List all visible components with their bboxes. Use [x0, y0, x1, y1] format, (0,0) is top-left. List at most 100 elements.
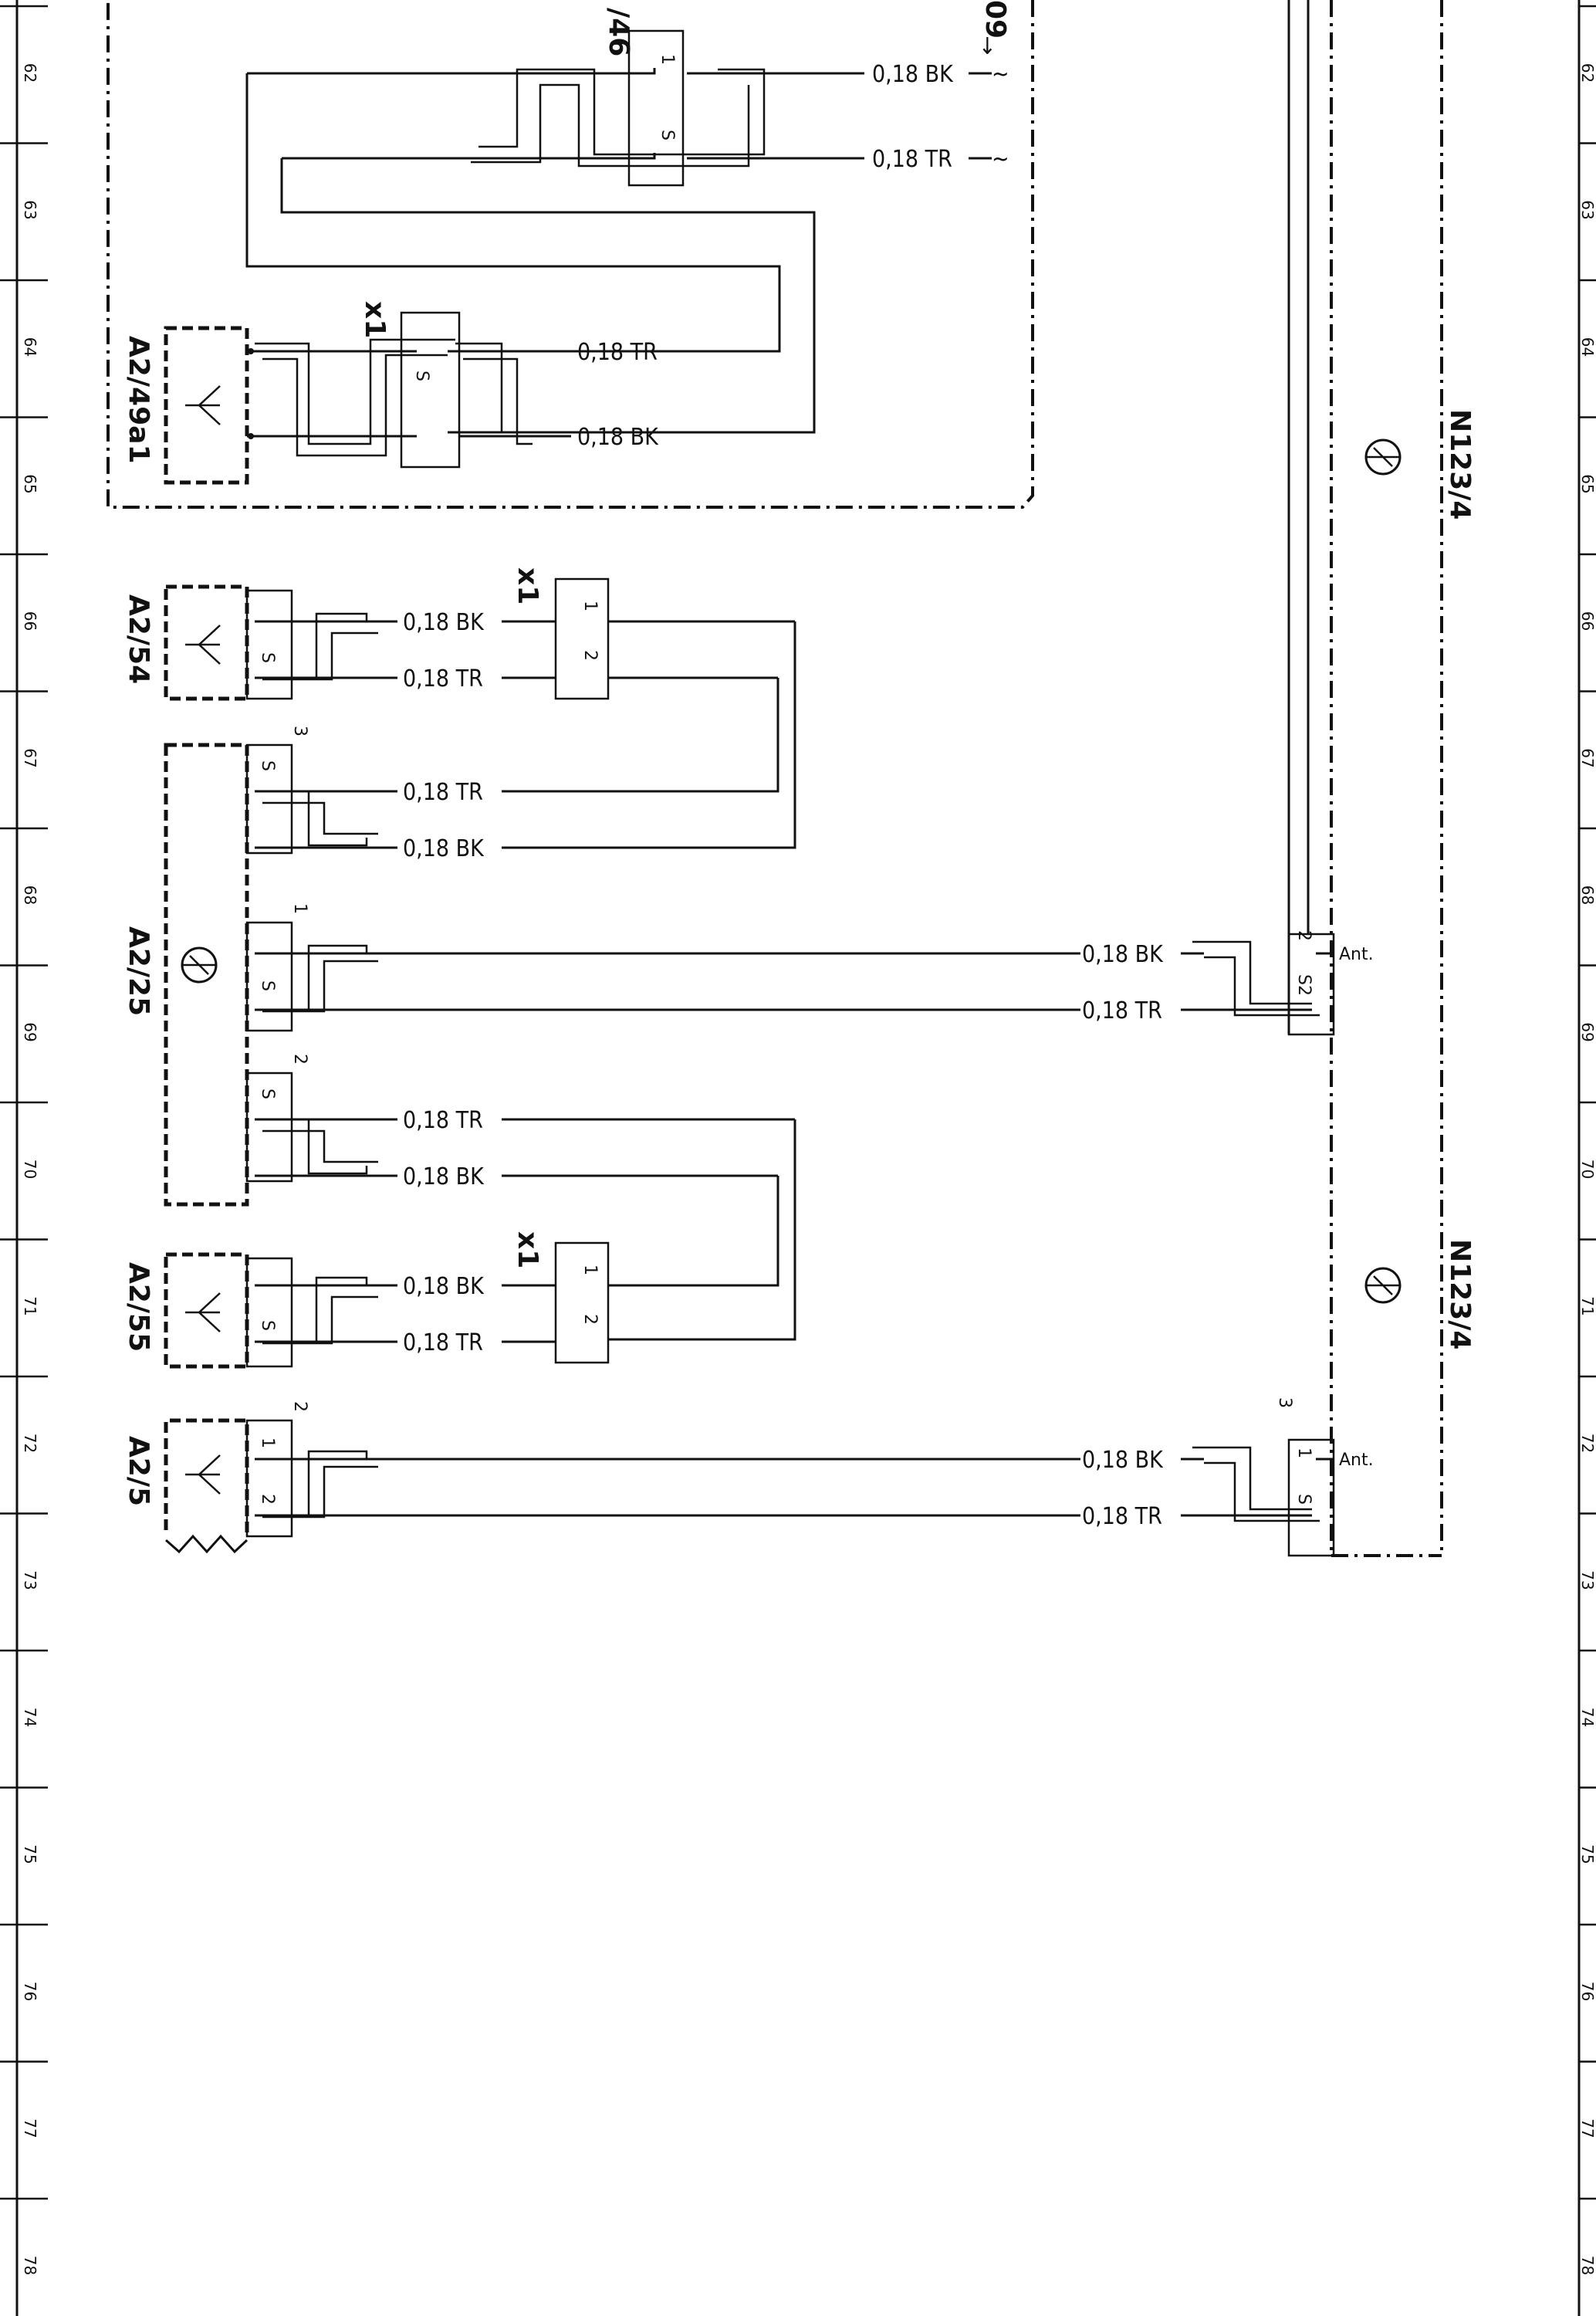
top-reference: 09 ↓	[979, 0, 1011, 60]
wire-label: 0,18 TR	[1082, 997, 1162, 1024]
row-number: 64	[1578, 337, 1596, 357]
wire-label: 0,18 TR	[872, 146, 952, 173]
wire-label: 0,18 BK	[403, 1163, 485, 1190]
component-a2-25: A2/25 3 S 0,18 TR 0,18 BK 1 S 2 S 0,18 T…	[123, 726, 1080, 1341]
row-number: 69	[1578, 1022, 1596, 1041]
pin-label: 1	[290, 903, 309, 914]
wire-label: 0,18 TR	[403, 1329, 483, 1356]
connector-label: x1	[359, 301, 391, 338]
pin-label: 2	[290, 1401, 309, 1412]
wire-label: 0,18 TR	[403, 779, 483, 806]
n123-4-lower: N123/4	[1364, 1239, 1476, 1349]
row-number: 78	[1578, 2256, 1596, 2275]
row-number: 63	[1578, 200, 1596, 219]
row-number: 68	[1578, 885, 1596, 905]
pin-label: 2	[580, 650, 600, 661]
row-number: 64	[21, 337, 39, 357]
wire-label: 0,18 BK	[872, 61, 954, 88]
row-number: 67	[1578, 748, 1596, 767]
row-number: 66	[21, 611, 39, 631]
row-number: 72	[21, 1434, 39, 1453]
pin-label: 2	[580, 1314, 600, 1325]
pin-label: S	[412, 371, 431, 381]
row-number: 73	[1578, 1570, 1596, 1590]
row-number: 76	[21, 1982, 39, 2001]
connector-x1-low: x1 1 2	[512, 1231, 610, 1364]
arrow-down-icon: ↓	[979, 33, 996, 60]
pin-label: S	[258, 760, 277, 771]
component-a2-54: A2/54 S 0,18 BK 0,18 TR	[123, 584, 556, 701]
pin-label: S	[258, 652, 277, 663]
transistor-icon	[1364, 1267, 1402, 1304]
pin-label-ant: Ant.	[1339, 945, 1374, 964]
pin-label: 1	[1294, 1448, 1314, 1458]
row-number: 67	[21, 748, 39, 767]
row-number: 66	[1578, 611, 1596, 631]
component-a2-5: A2/5 2 1 2 0,18 BK 0,18 TR 3 1 S Ant.	[123, 1397, 1374, 1557]
row-number: 71	[21, 1296, 39, 1315]
wire-label: 0,18 BK	[1082, 1447, 1164, 1474]
component-label: A2/25	[123, 926, 154, 1016]
pin-label: S	[258, 1089, 277, 1099]
component-a2-55: A2/55 S 0,18 BK 0,18 TR	[123, 1252, 556, 1369]
row-number: 78	[21, 2256, 39, 2275]
row-number: 77	[21, 2118, 39, 2138]
row-number: 72	[1578, 1434, 1596, 1453]
pin-label: S	[658, 130, 677, 141]
top-wire-bk: 0,18 BK ~	[687, 61, 1009, 88]
n123-4-module-box	[1287, 0, 1443, 1557]
pin-label: 2	[1294, 930, 1314, 941]
component-label-46: /46	[603, 8, 634, 56]
component-label: A2/5	[123, 1436, 154, 1506]
wire-label: 0,18 BK	[1082, 941, 1164, 968]
wire-label: 0,18 TR	[577, 339, 658, 366]
pin-label-ant: Ant.	[1339, 1451, 1374, 1470]
row-number: 77	[1578, 2118, 1596, 2138]
wire-break-icon: ~	[992, 146, 1009, 173]
pin-label: S2	[1294, 974, 1314, 996]
pin-label: 3	[1275, 1397, 1294, 1408]
x1-top-wires: 0,18 TR 0,18 BK	[459, 339, 659, 451]
row-number: 71	[1578, 1296, 1596, 1315]
pin-label: S	[258, 1320, 277, 1331]
antenna-icon	[185, 385, 221, 425]
reference-label: 09	[979, 0, 1011, 39]
row-number: 75	[1578, 1844, 1596, 1864]
row-number: 70	[21, 1160, 39, 1179]
wire-label: 0,18 TR	[403, 1107, 483, 1134]
connector-46: /46 1 S	[603, 8, 685, 187]
shielded-pair-top	[245, 68, 816, 434]
connector-label: x1	[512, 1231, 543, 1268]
row-number: 65	[1578, 474, 1596, 493]
row-number: 74	[21, 1708, 39, 1727]
pin-label: 1	[658, 54, 677, 65]
transistor-icon	[181, 946, 218, 984]
pin-label: 1	[580, 1265, 600, 1275]
row-number: 68	[21, 885, 39, 905]
component-label: N123/4	[1444, 409, 1476, 520]
antenna-icon	[185, 1454, 221, 1495]
a2-25-to-n123-4-wires: 0,18 BK 0,18 TR 2 S2 Ant.	[1082, 930, 1374, 1036]
component-label: A2/54	[123, 594, 154, 684]
wire-break-icon: ~	[992, 61, 1009, 88]
pin-label: 1	[258, 1437, 277, 1448]
pin-label: 3	[290, 726, 309, 736]
row-number: 69	[21, 1022, 39, 1041]
row-number: 74	[1578, 1708, 1596, 1727]
row-number: 62	[21, 63, 39, 83]
pin-label: 1	[580, 601, 600, 611]
pin-label: 2	[290, 1054, 309, 1065]
upper-module-box	[107, 0, 1034, 509]
row-number: 63	[21, 200, 39, 219]
component-label: A2/55	[123, 1262, 154, 1352]
wire-label: 0,18 BK	[403, 835, 485, 862]
pin-label: S	[258, 980, 277, 991]
wire-label: 0,18 TR	[403, 665, 483, 692]
row-number: 75	[21, 1844, 39, 1864]
component-label: A2/49a1	[123, 336, 154, 464]
wire-label: 0,18 TR	[1082, 1503, 1162, 1530]
row-number: 70	[1578, 1160, 1596, 1179]
